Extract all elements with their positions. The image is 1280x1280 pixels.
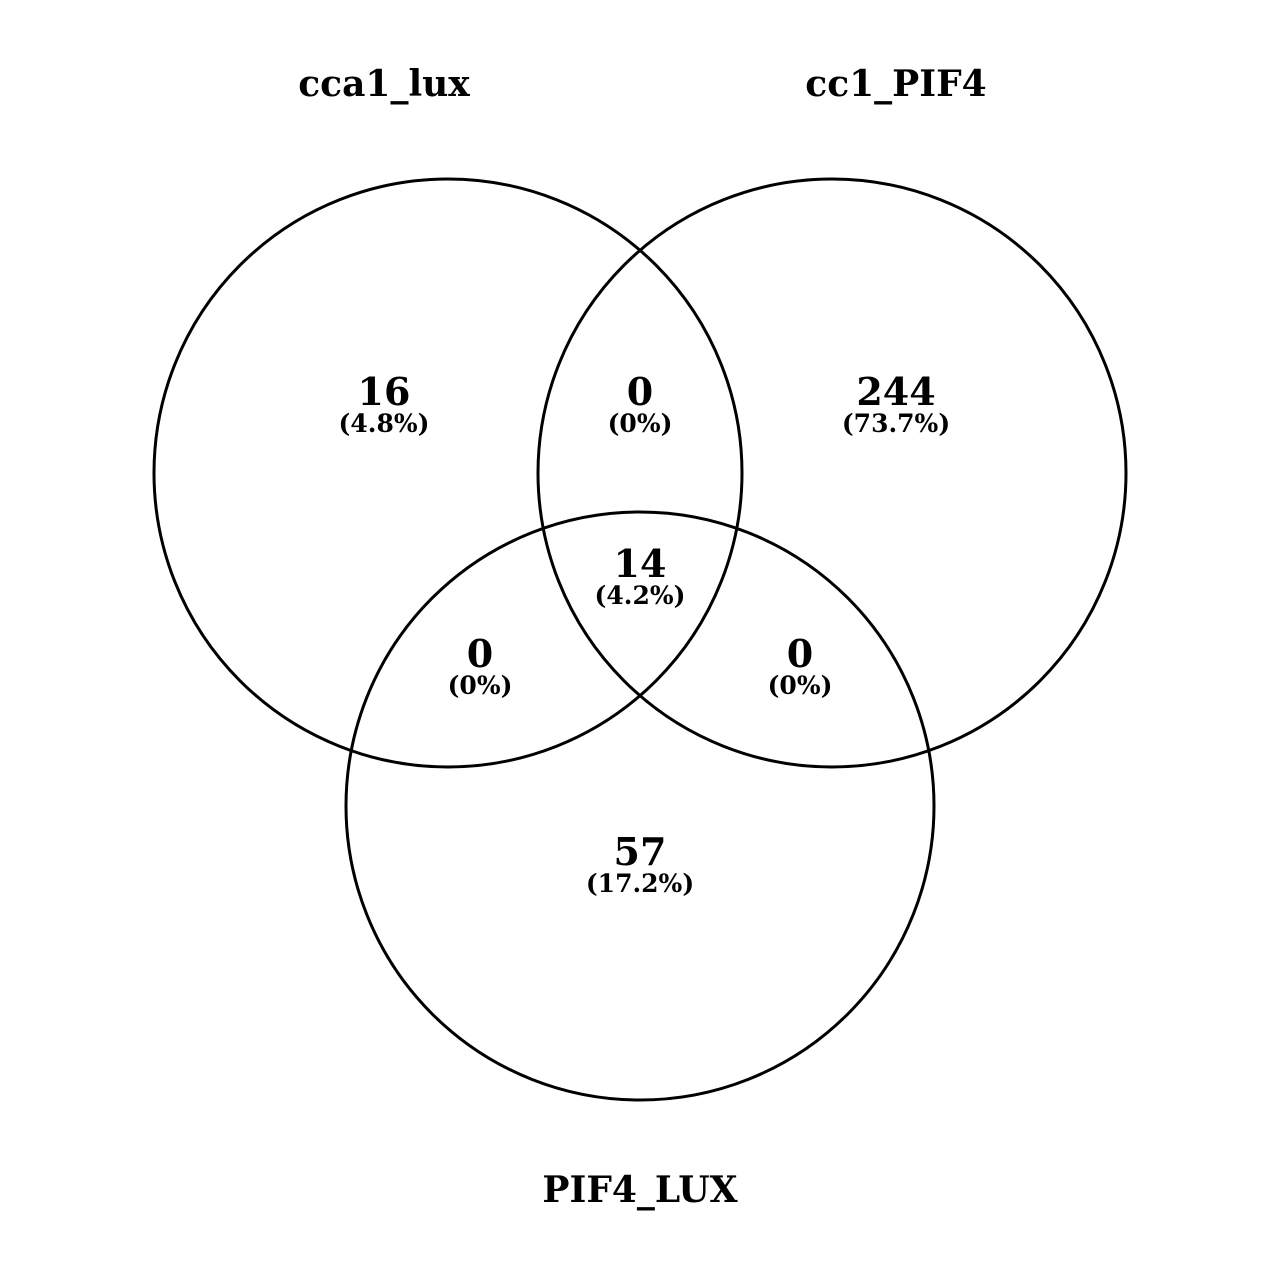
region-c-only-count: 57 bbox=[614, 829, 667, 874]
region-ab-percent: (0%) bbox=[608, 409, 673, 438]
set-circle-cc1-pif4 bbox=[536, 177, 1128, 769]
region-abc-count: 14 bbox=[614, 541, 667, 586]
region-bc-percent: (0%) bbox=[768, 671, 833, 700]
region-bc-count: 0 bbox=[787, 631, 813, 676]
region-ab-count: 0 bbox=[627, 369, 653, 414]
set-label-cca1-lux: cca1_lux bbox=[298, 63, 470, 105]
set-label-pif4-lux: PIF4_LUX bbox=[542, 1169, 737, 1211]
set-circle-pif4-lux bbox=[344, 510, 936, 1102]
region-b-only-percent: (73.7%) bbox=[842, 409, 950, 438]
set-circle-cca1-lux bbox=[152, 177, 744, 769]
region-a-only-percent: (4.8%) bbox=[339, 409, 430, 438]
region-b-only-count: 244 bbox=[856, 369, 935, 414]
set-label-cc1-pif4: cc1_PIF4 bbox=[805, 63, 986, 105]
region-abc-percent: (4.2%) bbox=[595, 581, 686, 610]
region-a-only-count: 16 bbox=[358, 369, 411, 414]
region-ac-count: 0 bbox=[467, 631, 493, 676]
region-c-only-percent: (17.2%) bbox=[586, 869, 694, 898]
region-ac-percent: (0%) bbox=[448, 671, 513, 700]
